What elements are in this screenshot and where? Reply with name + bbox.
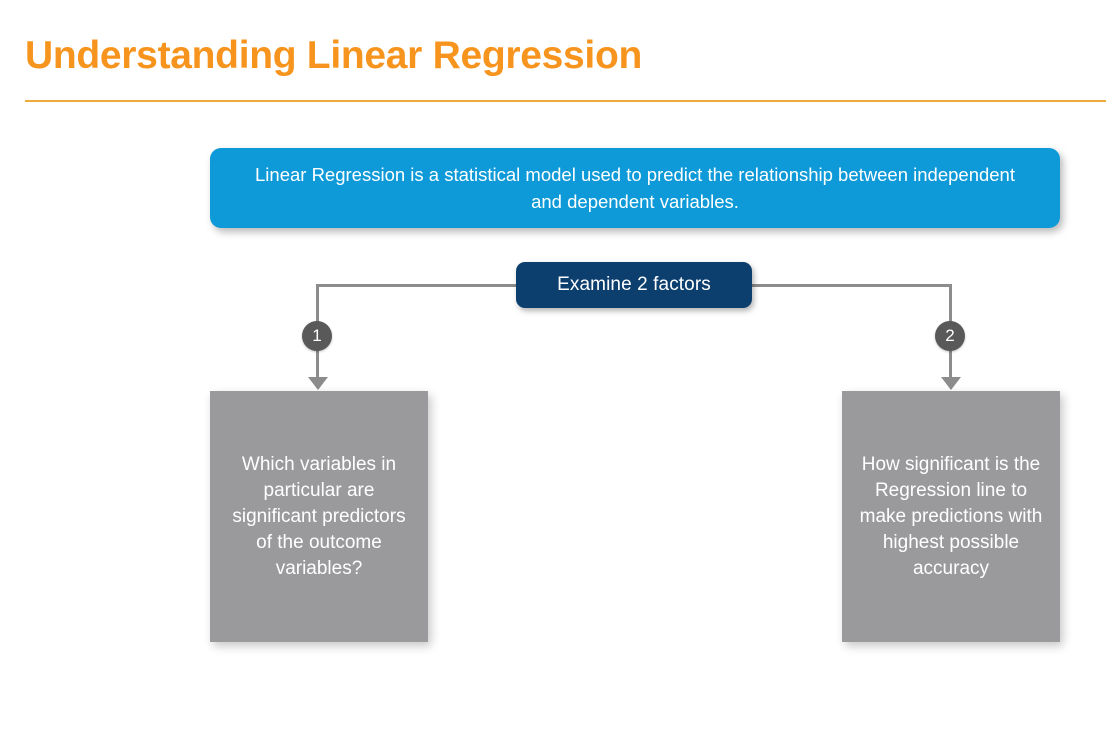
arrow-down-icon-right [941,377,961,390]
factor-box-1[interactable]: Which variables in particular are signif… [210,391,428,642]
examine-factors-label: Examine 2 factors [557,274,711,295]
page-title: Understanding Linear Regression [25,34,642,77]
factor-box-1-text: Which variables in particular are signif… [232,453,406,579]
step-number-badge-1: 1 [302,321,332,351]
title-divider [25,100,1106,102]
definition-banner: Linear Regression is a statistical model… [210,148,1060,228]
factor-box-2[interactable]: How significant is the Regression line t… [842,391,1060,642]
step-number-badge-2: 2 [935,321,965,351]
examine-factors-node[interactable]: Examine 2 factors [516,262,752,308]
definition-text: Linear Regression is a statistical model… [255,164,1015,212]
arrow-down-icon-left [308,377,328,390]
factor-box-2-text: How significant is the Regression line t… [859,453,1043,579]
